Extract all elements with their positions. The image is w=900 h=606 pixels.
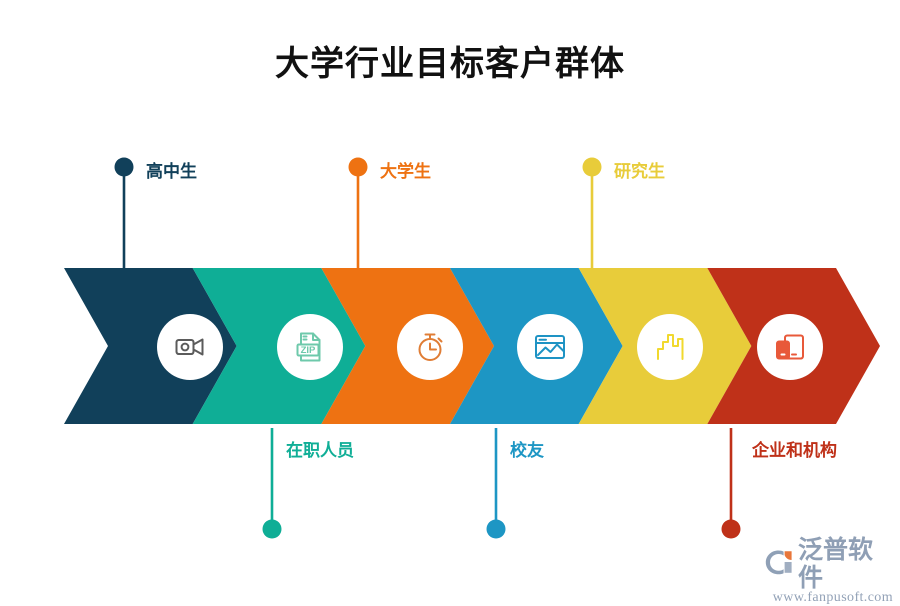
video-camera-icon bbox=[173, 330, 207, 364]
icon-bubble-postgraduates[interactable] bbox=[637, 314, 703, 380]
connector-dot-alumni bbox=[486, 519, 506, 539]
chevron-segment-high-school-students[interactable] bbox=[64, 268, 237, 424]
callout-label-postgraduates: 研究生 bbox=[614, 162, 665, 181]
icon-bubble-high-school-students[interactable] bbox=[157, 314, 223, 380]
callout-label-alumni: 校友 bbox=[510, 441, 544, 460]
bar-chart-icon bbox=[653, 330, 687, 364]
connector-dot-postgraduates bbox=[582, 157, 602, 177]
callout-label-employed-staff: 在职人员 bbox=[286, 441, 354, 460]
brand-logo: 泛普软件 www.fanpusoft.com bbox=[764, 536, 894, 605]
zip-file-icon: ZIP bbox=[293, 330, 327, 364]
logo-brand-text: 泛普软件 bbox=[798, 536, 874, 592]
connector-dot-high-school-students bbox=[114, 157, 134, 177]
connector-dot-university-students bbox=[348, 157, 368, 177]
logo-mark-icon bbox=[764, 548, 794, 581]
svg-text:ZIP: ZIP bbox=[301, 345, 316, 356]
callout-label-enterprises-institutions: 企业和机构 bbox=[752, 441, 837, 460]
connector-dot-enterprises-institutions bbox=[721, 519, 741, 539]
web-chart-icon bbox=[533, 330, 567, 364]
logo-url-text: www.fanpusoft.com bbox=[772, 590, 893, 605]
devices-icon bbox=[773, 330, 807, 364]
icon-bubble-university-students[interactable] bbox=[397, 314, 463, 380]
icon-bubble-alumni[interactable] bbox=[517, 314, 583, 380]
callout-label-university-students: 大学生 bbox=[380, 162, 431, 181]
page-title: 大学行业目标客户群体 bbox=[275, 45, 625, 83]
icon-bubble-employed-staff[interactable]: ZIP bbox=[277, 314, 343, 380]
icon-bubble-enterprises-institutions[interactable] bbox=[757, 314, 823, 380]
callout-label-high-school-students: 高中生 bbox=[146, 162, 197, 181]
stopwatch-icon bbox=[413, 330, 447, 364]
connector-dot-employed-staff bbox=[262, 519, 282, 539]
